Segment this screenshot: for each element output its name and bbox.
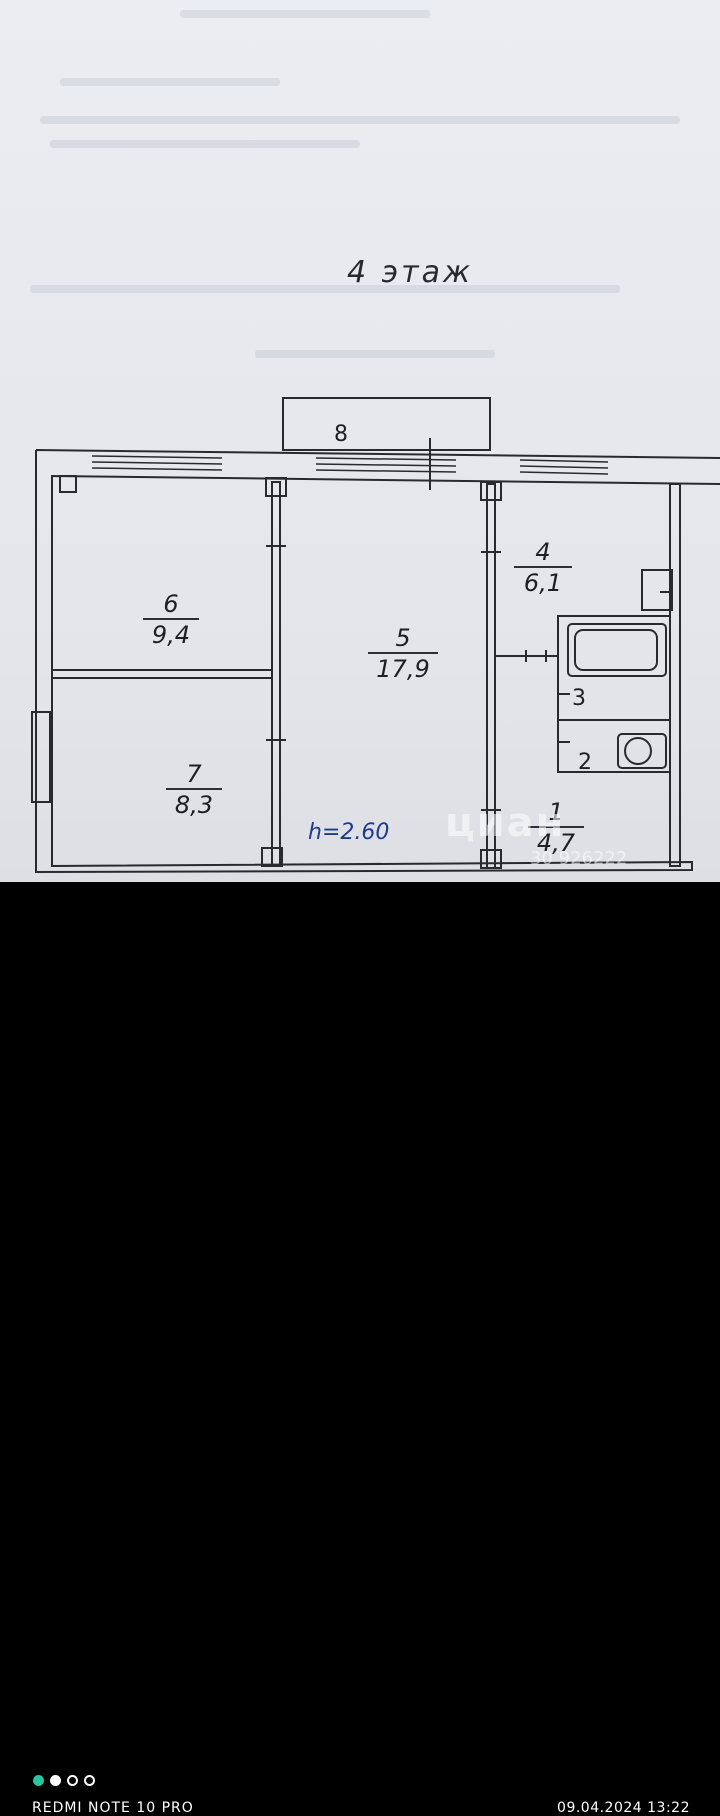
camera-footer: REDMI NOTE 10 PRO 09.04.2024 13:22 (0, 882, 720, 1816)
timestamp: 09.04.2024 13:22 (557, 1800, 690, 1816)
corner-column (59, 475, 77, 493)
room-7-label: 7 8,3 (166, 762, 222, 817)
floor-plan-drawing (31, 397, 720, 874)
wall-right (669, 483, 681, 867)
balcony-outline (282, 397, 491, 451)
camera-dots (33, 1775, 95, 1786)
watermark-brand: циан (445, 800, 566, 846)
floor-title: 4 этаж (347, 255, 473, 290)
device-name: REDMI NOTE 10 PRO (32, 1800, 194, 1816)
watermark-id: 30 926222 (530, 848, 628, 869)
ventilation-shaft (641, 569, 673, 611)
bathtub (567, 623, 667, 677)
sink (617, 733, 667, 769)
dot-3 (67, 1775, 78, 1786)
ceiling-height-label: h=2.60 (308, 820, 390, 845)
top-windows (91, 455, 609, 475)
room-4-label: 4 6,1 (514, 540, 572, 595)
balcony-label: 8 (334, 422, 348, 447)
room-6-label: 6 9,4 (143, 592, 199, 647)
column-4 (480, 849, 502, 869)
bath-label: 3 (572, 686, 586, 711)
left-window (31, 711, 51, 803)
column-1 (265, 477, 287, 497)
wc-label: 2 (578, 750, 592, 775)
dot-1 (33, 1775, 44, 1786)
dot-2 (50, 1775, 61, 1786)
room-1-label: 1 4,7 (528, 800, 584, 855)
floor-plan-photo: 4 этаж (0, 0, 720, 882)
outer-wall (35, 449, 720, 874)
column-2 (480, 481, 502, 501)
wall-room-6-7 (51, 669, 273, 679)
column-3 (261, 847, 283, 867)
dot-4 (84, 1775, 95, 1786)
room-5-label: 5 17,9 (368, 626, 438, 681)
wall-rooms-6-7-5 (271, 481, 281, 867)
